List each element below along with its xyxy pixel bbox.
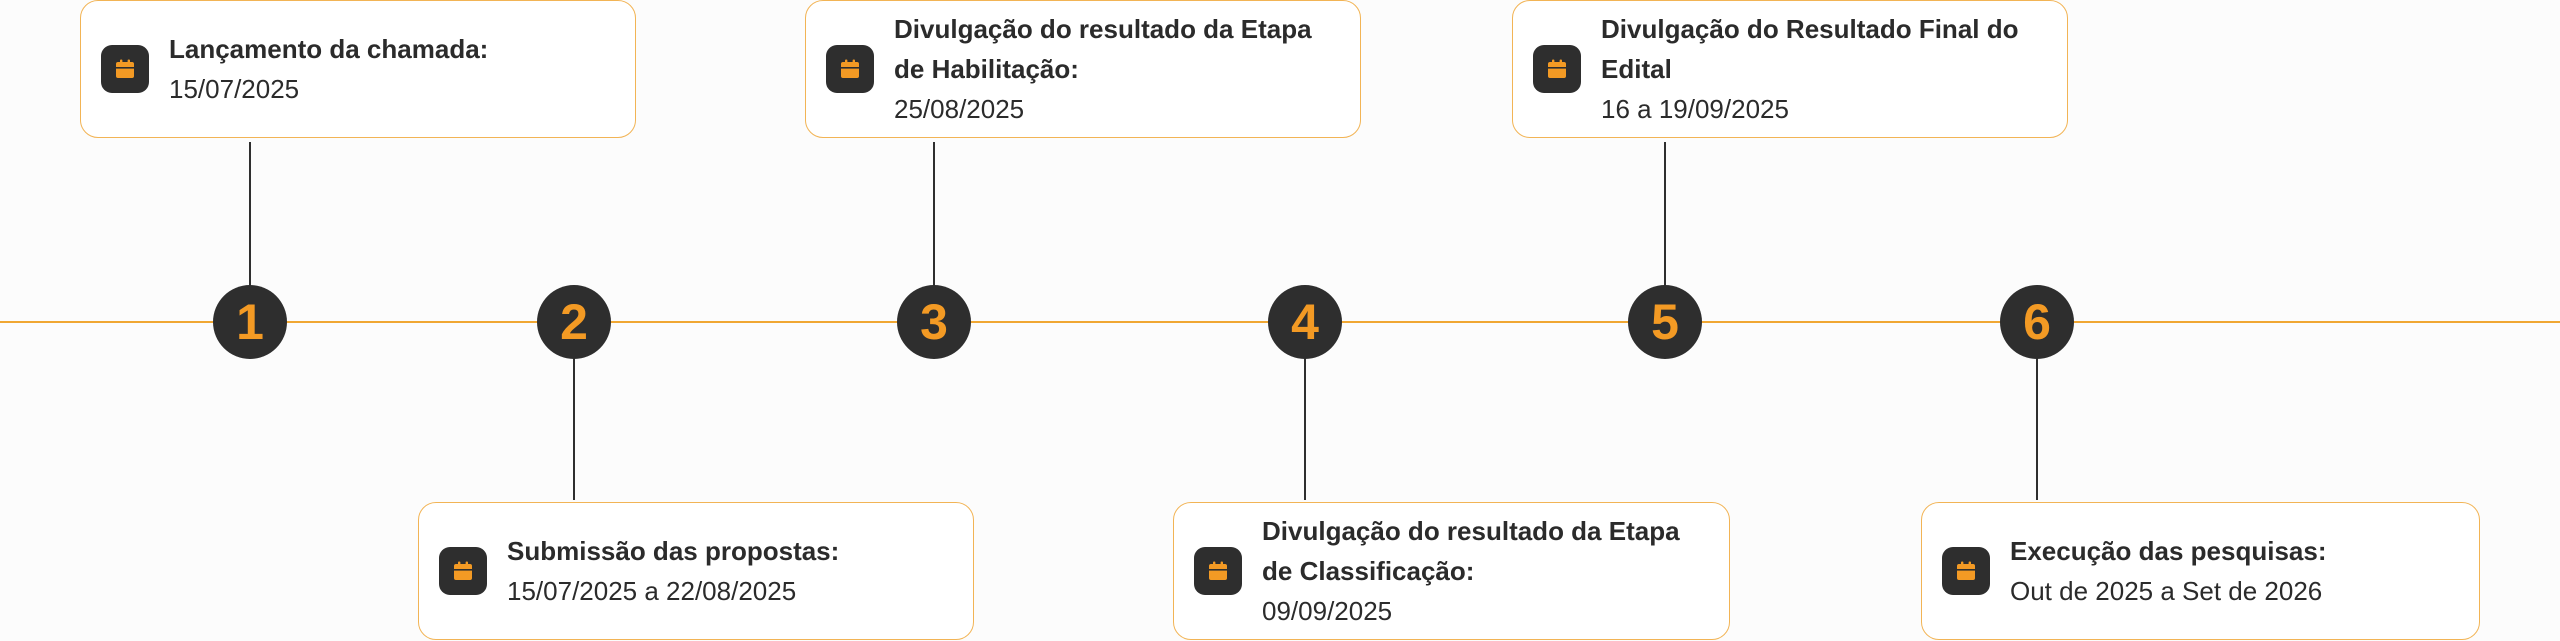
step-number-marker: 6 (2000, 285, 2074, 359)
timeline-connector (1664, 142, 1666, 322)
milestone-card: Divulgação do resultado da Etapa de Clas… (1173, 502, 1730, 640)
calendar-icon (1194, 547, 1242, 595)
milestone-card: Submissão das propostas: 15/07/2025 a 22/… (418, 502, 974, 640)
timeline-connector (2036, 322, 2038, 500)
milestone-date: 16 a 19/09/2025 (1601, 94, 1789, 124)
milestone-title: Submissão das propostas: (507, 536, 840, 566)
milestone-text: Lançamento da chamada: 15/07/2025 (169, 1, 621, 137)
milestone-title: Divulgação do resultado da Etapa de Habi… (894, 14, 1312, 84)
calendar-icon (439, 547, 487, 595)
milestone-card: Divulgação do Resultado Final do Edital 1… (1512, 0, 2068, 138)
milestone-text: Divulgação do resultado da Etapa de Habi… (894, 1, 1346, 137)
calendar-icon (826, 45, 874, 93)
milestone-text: Submissão das propostas: 15/07/2025 a 22/… (507, 503, 959, 639)
milestone-card: Lançamento da chamada: 15/07/2025 (80, 0, 636, 138)
milestone-title: Lançamento da chamada: (169, 34, 489, 64)
milestone-date: 25/08/2025 (894, 94, 1025, 124)
milestone-title: Divulgação do Resultado Final do Edital (1601, 14, 2019, 84)
milestone-title: Execução das pesquisas: (2010, 536, 2327, 566)
timeline-connector (249, 142, 251, 322)
step-number-marker: 1 (213, 285, 287, 359)
milestone-card: Execução das pesquisas: Out de 2025 a Set… (1921, 502, 2480, 640)
milestone-text: Divulgação do Resultado Final do Edital 1… (1601, 1, 2053, 137)
step-number-marker: 4 (1268, 285, 1342, 359)
milestone-date: 15/07/2025 (169, 74, 300, 104)
calendar-icon (101, 45, 149, 93)
milestone-date: Out de 2025 a Set de 2026 (2010, 576, 2323, 606)
milestone-title: Divulgação do resultado da Etapa de Clas… (1262, 516, 1680, 586)
milestone-date: 09/09/2025 (1262, 596, 1393, 626)
milestone-text: Divulgação do resultado da Etapa de Clas… (1262, 503, 1715, 639)
milestone-text: Execução das pesquisas: Out de 2025 a Set… (2010, 503, 2465, 639)
step-number-marker: 5 (1628, 285, 1702, 359)
step-number-marker: 2 (537, 285, 611, 359)
calendar-icon (1533, 45, 1581, 93)
milestone-date: 15/07/2025 a 22/08/2025 (507, 576, 797, 606)
calendar-icon (1942, 547, 1990, 595)
milestone-card: Divulgação do resultado da Etapa de Habi… (805, 0, 1361, 138)
step-number-marker: 3 (897, 285, 971, 359)
timeline-connector (1304, 322, 1306, 500)
timeline-connector (933, 142, 935, 322)
timeline-connector (573, 322, 575, 500)
